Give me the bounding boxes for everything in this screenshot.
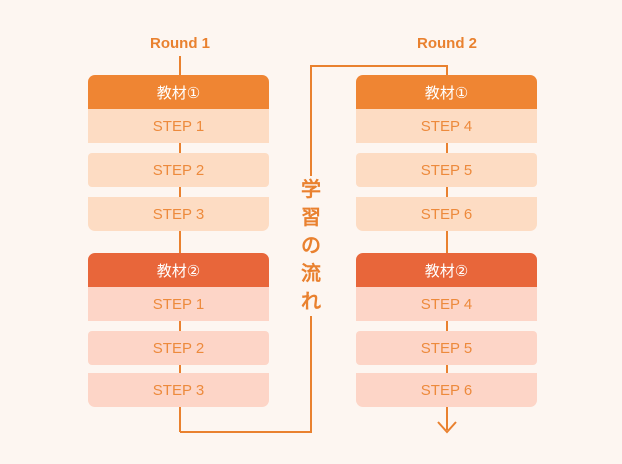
round2-material1-step: STEP 5 — [356, 153, 537, 187]
round1-material2-step: STEP 2 — [88, 331, 269, 365]
flow-label-char: 学 — [301, 179, 321, 201]
round2-material2-step: STEP 4 — [356, 287, 537, 321]
flow-label-char: の — [301, 235, 321, 257]
round2-material1-step: STEP 6 — [356, 197, 537, 231]
round1-material1-step: STEP 1 — [88, 109, 269, 143]
arrow-down-icon — [437, 421, 457, 434]
flow-label-char: 流 — [301, 263, 321, 285]
round2-material1-header: 教材① — [356, 75, 537, 109]
round1-material1-header: 教材① — [88, 75, 269, 109]
round2-material1-step: STEP 4 — [356, 109, 537, 143]
round2-material2-step: STEP 5 — [356, 331, 537, 365]
round1-material1-step: STEP 3 — [88, 197, 269, 231]
flow-label-char: 習 — [301, 207, 321, 229]
flow-label: 学 習 の 流 れ — [297, 176, 325, 316]
round1-material2-step: STEP 3 — [88, 373, 269, 407]
round1-material2-step: STEP 1 — [88, 287, 269, 321]
round1-material2-header: 教材② — [88, 253, 269, 287]
round2-material2-step: STEP 6 — [356, 373, 537, 407]
round2-material2-header: 教材② — [356, 253, 537, 287]
round1-material1-step: STEP 2 — [88, 153, 269, 187]
round-1-title: Round 1 — [150, 35, 210, 52]
round-2-title: Round 2 — [417, 35, 477, 52]
flow-label-char: れ — [301, 291, 321, 313]
